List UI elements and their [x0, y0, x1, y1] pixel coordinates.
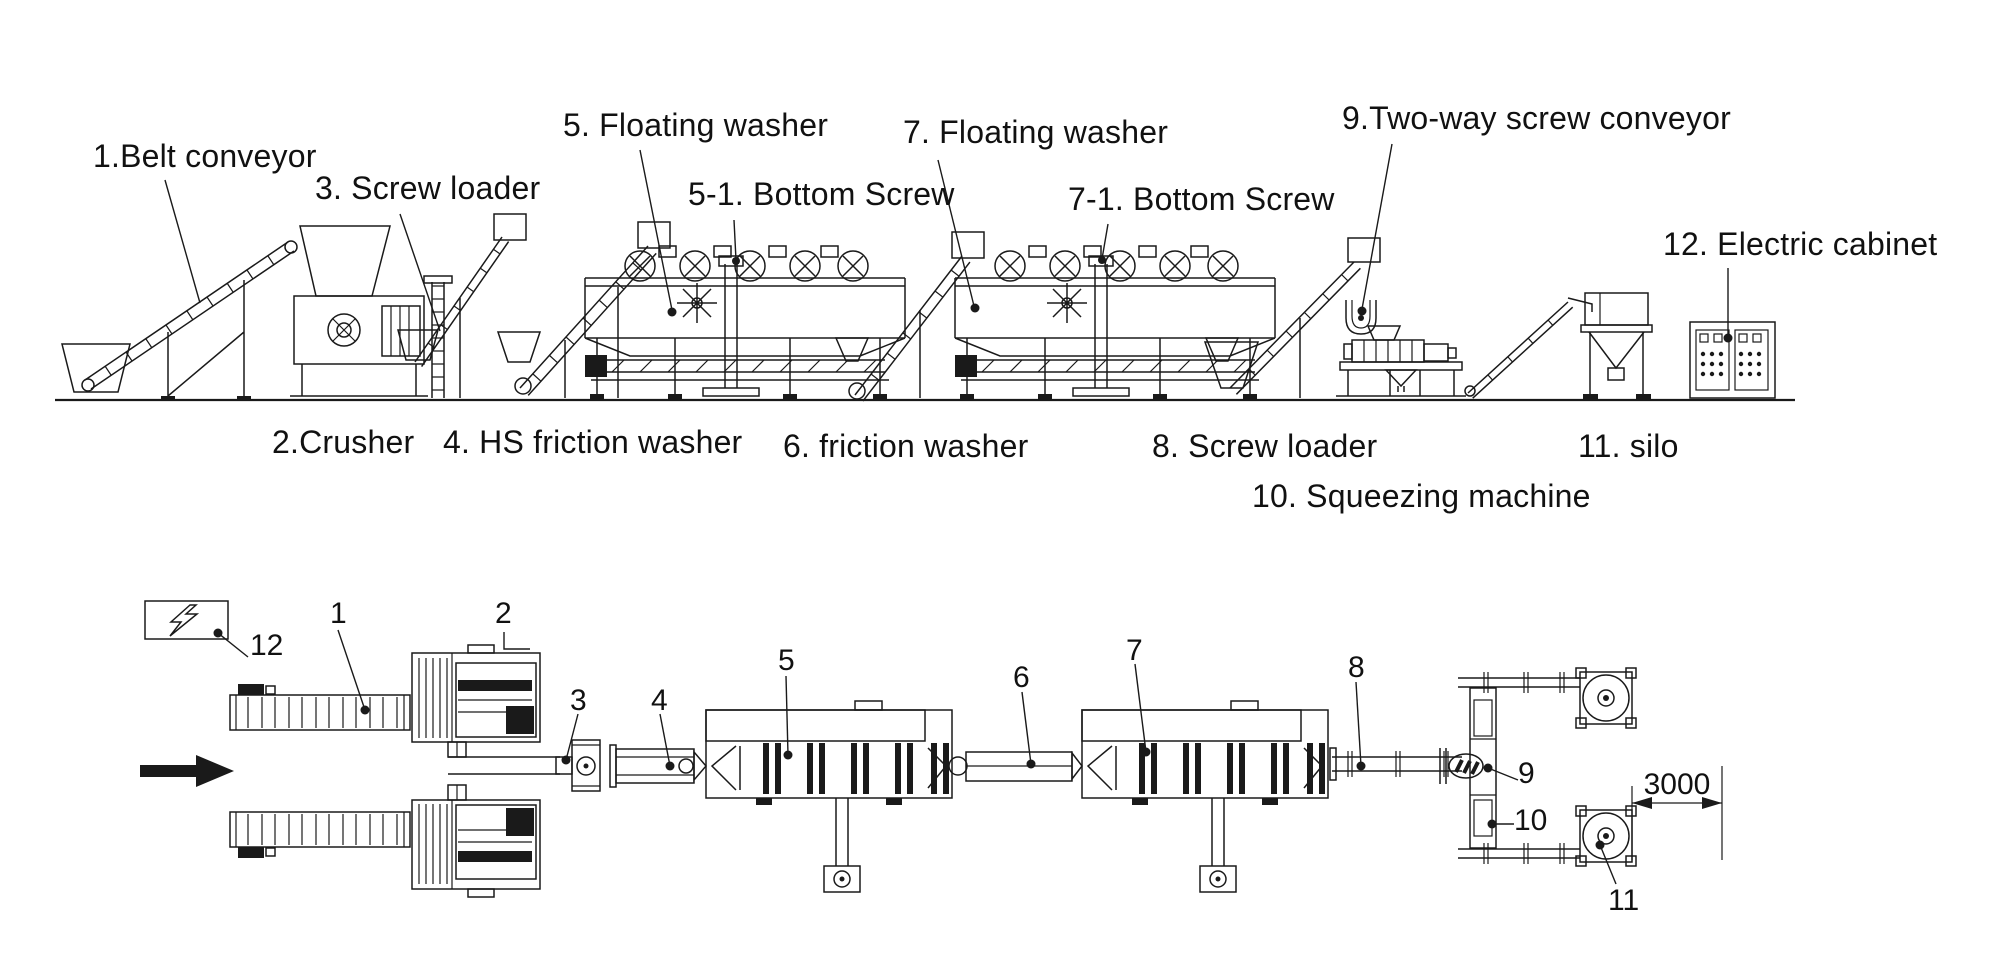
label-belt-conveyor: 1.Belt conveyor [93, 138, 317, 174]
dimension-3000-text: 3000 [1643, 768, 1711, 801]
callout-6: 6 [1013, 661, 1030, 694]
silo-feed-conveyor-side [1464, 297, 1593, 399]
callout-2: 2 [495, 597, 512, 630]
callout-10: 10 [1514, 804, 1548, 837]
label-electric-cabinet: 12. Electric cabinet [1663, 226, 1938, 262]
silo-plan-top [1575, 667, 1637, 729]
two-way-screw-conveyor-side [1345, 300, 1377, 335]
callout-4: 4 [651, 684, 668, 717]
dimension-3000 [1631, 766, 1723, 860]
elevation-label-leaders [164, 143, 1733, 343]
screw-loader-8-side [1203, 237, 1381, 398]
label-floating-washer-7: 7. Floating washer [903, 114, 1169, 150]
floating-washer-7-side [954, 245, 1276, 400]
friction-washer-6-plan [948, 750, 1083, 782]
belt-conveyor-crusher-plan-bottom [229, 784, 541, 898]
silo-plan-bottom [1575, 805, 1637, 867]
callout-5: 5 [778, 644, 795, 677]
label-floating-washer-5: 5. Floating washer [563, 107, 829, 143]
screw-loader-3-side [397, 213, 527, 398]
label-bottom-screw-7: 7-1. Bottom Screw [1068, 181, 1335, 217]
squeezing-machine-plan [1469, 687, 1497, 849]
label-screw-loader-3: 3. Screw loader [315, 170, 541, 206]
label-screw-loader-8: 8. Screw loader [1152, 428, 1378, 464]
crusher-side [290, 225, 453, 398]
callout-7: 7 [1126, 634, 1143, 667]
floating-washer-7-plan [1081, 700, 1329, 893]
callout-11: 11 [1608, 884, 1640, 917]
hs-friction-washer-4-plan [609, 744, 707, 788]
two-way-screw-conveyor-plan [1439, 748, 1484, 784]
callout-12: 12 [250, 629, 284, 662]
hs-friction-washer-side [496, 221, 671, 398]
silo-discharge-conveyors-plan [1458, 672, 1580, 864]
callout-3: 3 [570, 684, 587, 717]
callout-1: 1 [330, 597, 347, 630]
electric-cabinet-side [1689, 321, 1776, 399]
plan-callout-leaders [213, 628, 1617, 885]
label-silo: 11. silo [1578, 428, 1679, 464]
belt-conveyor-side [61, 240, 298, 401]
label-crusher: 2.Crusher [272, 424, 415, 460]
floating-washer-5-side [584, 245, 906, 400]
screw-conveyor-8-plan [1329, 747, 1462, 781]
floating-washer-5-plan [705, 700, 953, 893]
label-squeezing-machine: 10. Squeezing machine [1252, 478, 1591, 514]
flow-direction-arrow [140, 755, 234, 787]
label-bottom-screw-5: 5-1. Bottom Screw [688, 176, 955, 212]
electric-cabinet-plan [144, 600, 229, 640]
squeezing-machine-side [1336, 325, 1466, 397]
friction-washer-6-side [848, 231, 985, 402]
callout-8: 8 [1348, 651, 1365, 684]
label-two-way-screw: 9.Two-way screw conveyor [1342, 100, 1731, 136]
label-friction-washer-6: 6. friction washer [783, 428, 1029, 464]
silo-side [1580, 292, 1653, 400]
label-hs-friction-washer: 4. HS friction washer [443, 424, 743, 460]
callout-9: 9 [1518, 757, 1535, 790]
center-channel-plan [448, 756, 560, 775]
screw-loader-3-plan [555, 739, 601, 792]
